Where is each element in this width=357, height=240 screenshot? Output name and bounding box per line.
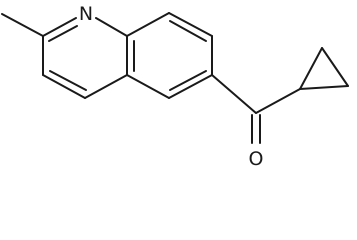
methyl-bond <box>1 13 44 37</box>
cyclopropyl-bond-c <box>299 85 349 90</box>
nitrogen-atom-label: N <box>79 3 93 25</box>
bond-c2-n1-inner <box>48 25 78 42</box>
bond-c8-c7-inner <box>169 20 207 42</box>
bond-c6-c5 <box>168 74 213 99</box>
bond-c3-c4 <box>42 74 86 99</box>
bond-c3-c4-inner <box>49 70 87 91</box>
bond-c2-n1 <box>42 17 77 37</box>
cyclopropyl-bond-b <box>321 47 349 87</box>
cyclopropyl-bond-a <box>299 47 323 90</box>
oxygen-atom-label: O <box>249 148 264 170</box>
bonds <box>1 12 349 144</box>
bond-c6-carbonyl <box>211 74 257 114</box>
molecule-structure: N O <box>1 3 349 170</box>
bond-c8-c7 <box>168 12 213 37</box>
bond-c5-c4a <box>126 74 170 99</box>
bond-c6-c5-inner <box>169 70 207 91</box>
bond-c8a-c8 <box>126 12 170 37</box>
bond-c4-c4a <box>84 74 128 99</box>
bond-n1-c8a <box>95 17 128 37</box>
bond-carbonyl-cyclopropyl <box>255 88 301 114</box>
